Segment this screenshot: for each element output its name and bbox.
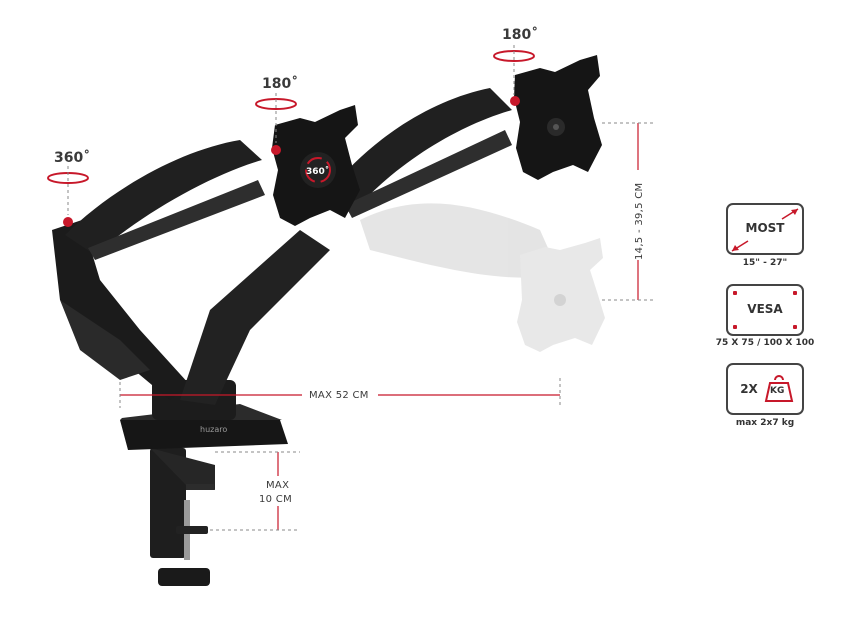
weight-badge: 2X KG [726, 363, 804, 415]
svg-text:180˚: 180˚ [262, 75, 298, 92]
monitor-size-caption: 15" - 27" [742, 258, 788, 268]
svg-text:14,5 - 39,5 CM: 14,5 - 39,5 CM [634, 183, 645, 261]
rotation-indicator-left-arm: 360˚ [47, 149, 90, 215]
vesa-badge-title: VESA [747, 302, 783, 316]
svg-text:MAX 52 CM: MAX 52 CM [309, 390, 369, 401]
ghost-arm [360, 203, 605, 352]
right-vesa-plate [514, 55, 602, 180]
monitor-badge-title: MOST [745, 221, 785, 235]
height-dimension: 14,5 - 39,5 CM [602, 122, 655, 301]
rotation-indicator-right-monitor: 180˚ [493, 26, 538, 95]
rotation-indicator-plate-center: 360˚ [305, 157, 331, 183]
right-gas-arm [330, 88, 512, 218]
ghost-vesa-plate [517, 238, 605, 352]
arm-structure [52, 220, 330, 405]
vesa-badge: VESA [726, 284, 804, 336]
diagonal-arrow-icon [731, 208, 799, 252]
weight-badge-prefix: 2X [740, 382, 758, 396]
svg-text:180˚: 180˚ [502, 26, 538, 43]
reach-dimension: MAX 52 CM [119, 378, 561, 408]
weight-caption: max 2x7 kg [735, 418, 795, 428]
weight-unit: KG [770, 386, 785, 396]
pivot-dot-right-monitor [510, 96, 520, 106]
left-gas-arm [65, 140, 265, 260]
weight-icon [764, 375, 794, 402]
monitor-size-badge: MOST [726, 203, 804, 255]
svg-text:360˚: 360˚ [54, 149, 90, 166]
pivot-dot-left-arm [63, 217, 73, 227]
left-vesa-plate [272, 105, 360, 226]
rotation-indicator-left-monitor: 180˚ [255, 75, 298, 143]
desk-clamp [150, 448, 215, 586]
vesa-caption: 75 X 75 / 100 X 100 [715, 338, 815, 348]
svg-text:MAX: MAX [266, 480, 289, 491]
svg-text:360˚: 360˚ [306, 166, 329, 177]
brand-logo: huzaro [200, 425, 227, 434]
svg-text:10 CM: 10 CM [259, 494, 292, 505]
clamp-dimension: MAX 10 CM [210, 451, 302, 531]
pivot-dot-left-monitor [271, 145, 281, 155]
